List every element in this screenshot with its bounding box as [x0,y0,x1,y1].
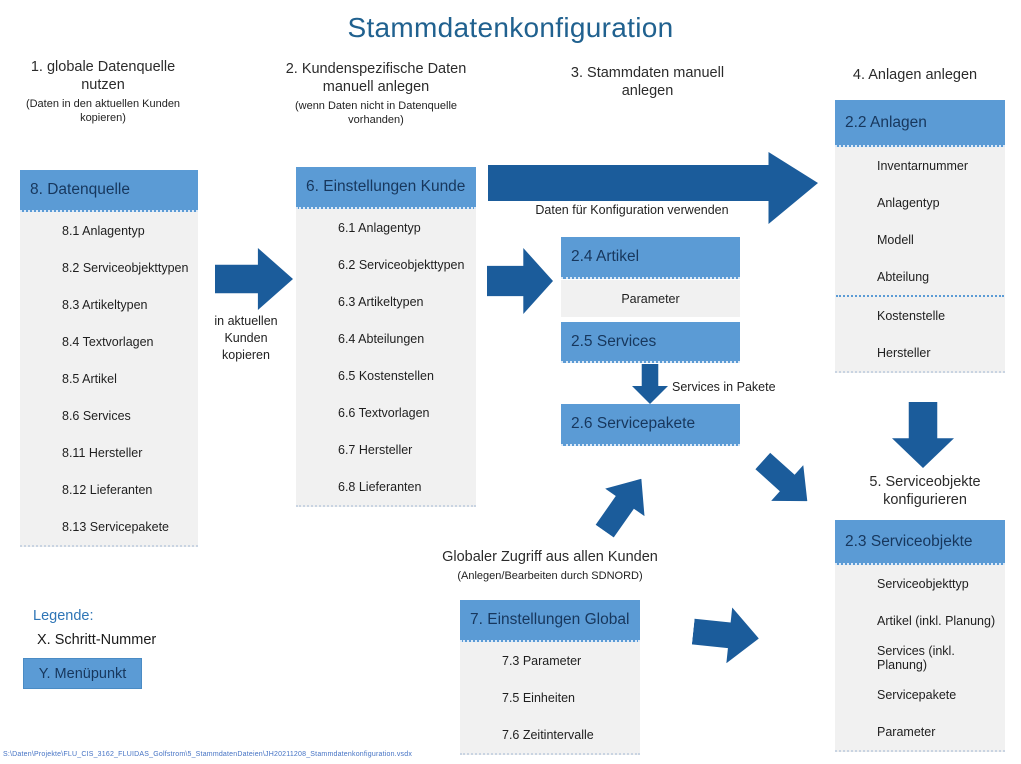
panel-23-header: 2.3 Serviceobjekte [835,520,1005,565]
global-access-label: Globaler Zugriff aus allen Kunden [442,549,658,565]
box-artikel: 2.4 Artikel [561,237,740,279]
dotted-divider [836,295,1004,297]
panel-7-einstellungen-global: 7. Einstellungen Global 7.3 Parameter 7.5… [460,600,640,755]
step1-note: (Daten in den aktuellen Kunden kopieren) [25,98,181,124]
menu-item: Abteilung [877,269,930,284]
menu-item: 8.1 Anlagentyp [62,223,145,238]
menu-item: Modell [877,232,914,247]
menu-item: 8.3 Artikeltypen [62,297,148,312]
menu-item: 6.6 Textvorlagen [338,405,430,420]
menu-item: 8.6 Services [62,408,131,423]
legend-title: Legende: [33,608,94,624]
menu-item: Inventarnummer [877,158,969,173]
arrow-datenquelle-to-kunde [215,248,293,310]
step2-note: (wenn Daten nicht in Datenquelle vorhand… [294,100,458,126]
step3-heading-block: 3. Stammdaten manuell anlegen [550,64,745,100]
step2-heading: 2. Kundenspezifische Daten manuell anleg… [285,61,467,95]
menu-item: Artikel (inkl. Planung) [877,613,996,628]
panel-6-header: 6. Einstellungen Kunde [296,167,476,209]
menu-item: Parameter [877,724,936,739]
menu-item: 6.5 Kostenstellen [338,368,434,383]
menu-item: 7.5 Einheiten [502,690,575,705]
menu-item: Hersteller [877,345,931,360]
step1-heading: 1. globale Datenquelle nutzen [30,59,176,93]
box-artikel-parameter: Parameter [561,280,740,317]
box-services: 2.5 Services [561,322,740,363]
menu-item: Servicepakete [877,687,957,702]
step5-heading: 5. Serviceobjekte konfigurieren [869,474,981,508]
menu-item: 6.7 Hersteller [338,442,413,457]
menu-item: 6.4 Abteilungen [338,331,425,346]
box-artikel-label: 2.4 Artikel [571,248,640,265]
panel-8-datenquelle: 8. Datenquelle 8.1 Anlagentyp 8.2 Service… [20,170,198,547]
panel-6-list: 6.1 Anlagentyp 6.2 Serviceobjekttypen 6.3 … [296,209,476,507]
legend-menu-item-box: Y. Menüpunkt [23,658,142,689]
menu-item: Kostenstelle [877,308,946,323]
menu-item: 6.2 Serviceobjekttypen [338,257,465,272]
step4-heading-block: 4. Anlagen anlegen [820,66,1010,84]
menu-item: Anlagentyp [877,195,940,210]
menu-item: 7.6 Zeitintervalle [502,727,594,742]
copy-arrow-label: in aktuellen Kunden kopieren [214,314,278,362]
arrow-anlagen-down [892,402,954,468]
panel-7-list: 7.3 Parameter 7.5 Einheiten 7.6 Zeitinterv… [460,642,640,755]
file-path: S:\Daten\Projekte\FLU_CIS_3162_FLUIDAS_G… [3,751,413,758]
arrow-global-to-serviceobjekte [690,604,761,667]
arrow-kunde-to-artikel [487,248,553,314]
panel-22-header: 2.2 Anlagen [835,100,1005,147]
step1-heading-block: 1. globale Datenquelle nutzen (Daten in … [13,58,193,125]
menu-item: 8.4 Textvorlagen [62,334,154,349]
menu-item: 7.3 Parameter [502,653,582,668]
step3-heading: 3. Stammdaten manuell anlegen [570,65,725,99]
panel-8-header: 8. Datenquelle [20,170,198,212]
arrow-services-to-pakete [632,364,668,404]
box-artikel-parameter-label: Parameter [621,291,680,306]
menu-item: 6.3 Artikeltypen [338,294,424,309]
step4-heading: 4. Anlagen anlegen [852,67,978,83]
global-access-note: (Anlegen/Bearbeiten durch SDNORD) [457,570,643,582]
panel-8-list: 8.1 Anlagentyp 8.2 Serviceobjekttypen 8.3 … [20,212,198,547]
legend-step-number: X. Schritt-Nummer [37,632,157,648]
panel-7-header: 7. Einstellungen Global [460,600,640,642]
global-access-block: Globaler Zugriff aus allen Kunden (Anleg… [438,548,662,583]
config-arrow-label: Daten für Konfiguration verwenden [535,203,729,217]
menu-item: Serviceobjekttyp [877,576,969,591]
menu-item: 6.8 Lieferanten [338,479,422,494]
menu-item: 8.5 Artikel [62,371,117,386]
menu-item: 8.11 Hersteller [62,445,143,460]
page-title: Stammdatenkonfiguration [347,12,674,43]
box-servicepakete: 2.6 Servicepakete [561,404,740,446]
panel-6-einstellungen-kunde: 6. Einstellungen Kunde 6.1 Anlagentyp 6.2… [296,167,476,507]
menu-item: 8.12 Lieferanten [62,482,153,497]
box-services-label: 2.5 Services [571,332,657,350]
step2-heading-block: 2. Kundenspezifische Daten manuell anleg… [276,60,476,127]
box-servicepakete-label: 2.6 Servicepakete [571,415,696,432]
menu-item: Services (inkl. Planung) [877,643,955,672]
menu-item: 8.2 Serviceobjekttypen [62,260,189,275]
legend-menu-item-label: Y. Menüpunkt [38,665,127,682]
services-pakete-label: Services in Pakete [672,380,776,394]
arrow-global-up [585,465,661,545]
arrow-pakete-to-serviceobjekte [747,443,824,519]
menu-item: 6.1 Anlagentyp [338,220,421,235]
menu-item: 8.13 Servicepakete [62,519,170,534]
